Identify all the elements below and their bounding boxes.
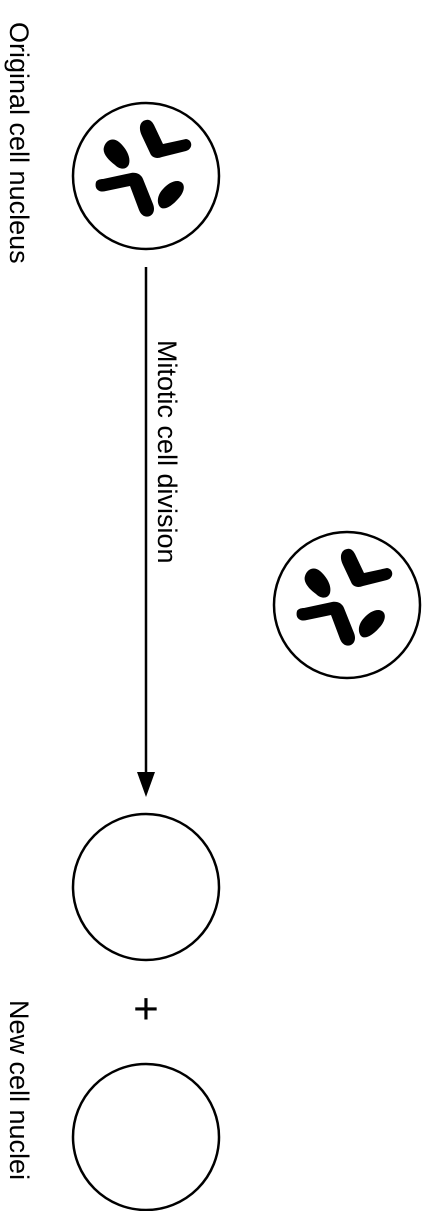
new-nucleus-top <box>73 814 219 960</box>
original-nucleus <box>73 103 219 249</box>
new-nuclei-label: New cell nuclei <box>4 1000 34 1180</box>
mitotic-division-label: Mitotic cell division <box>152 340 182 564</box>
new-nucleus-bottom <box>73 1064 219 1210</box>
plus-sign: + <box>133 985 159 1034</box>
division-arrow-head <box>137 772 155 797</box>
dividing-nucleus <box>274 532 420 678</box>
original-nucleus-label: Original cell nucleus <box>4 22 34 264</box>
